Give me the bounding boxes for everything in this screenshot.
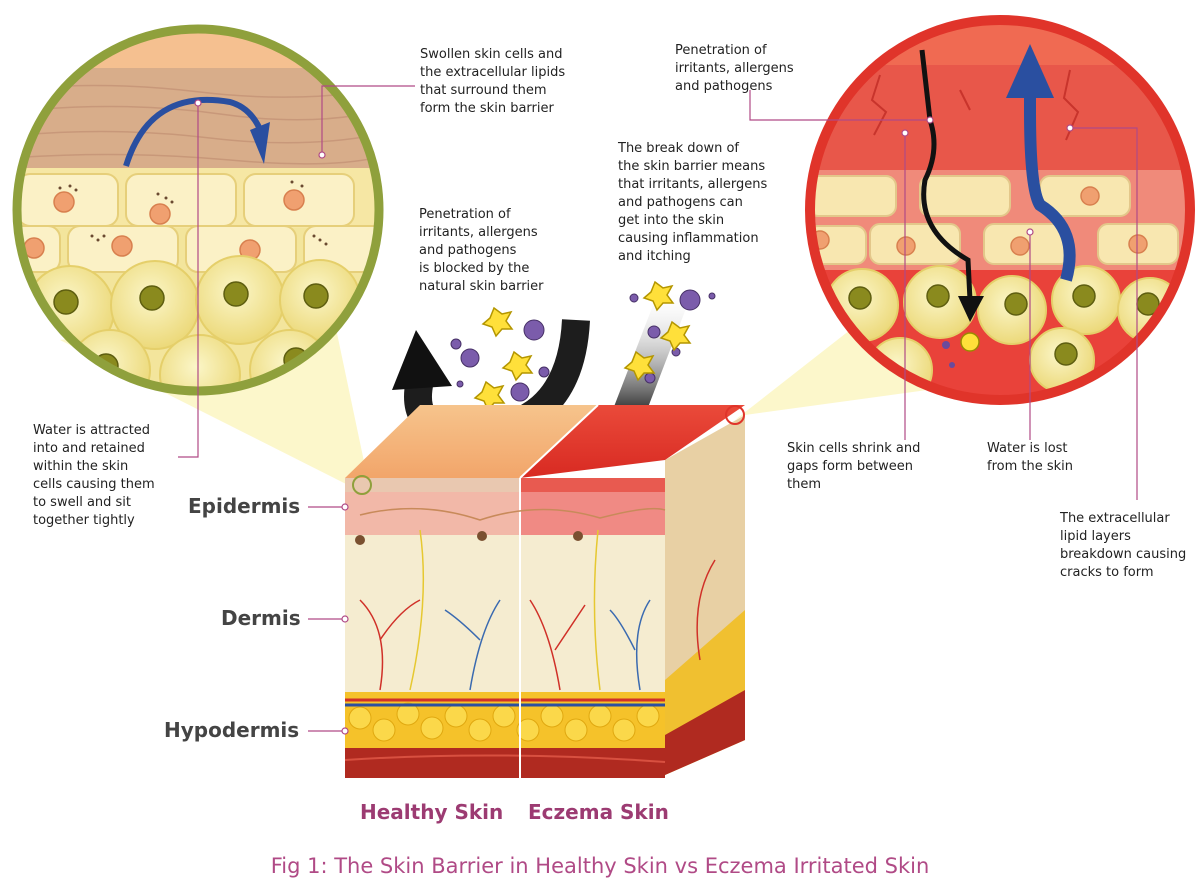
figure-caption: Fig 1: The Skin Barrier in Healthy Skin …	[270, 854, 930, 878]
eczema-zoom-ring	[805, 15, 1195, 405]
label-healthy-skin: Healthy Skin	[360, 800, 504, 824]
eczema-zoom-cone	[735, 330, 1000, 420]
leader-lines	[178, 85, 1138, 735]
label-dermis: Dermis	[221, 606, 301, 630]
label-hypodermis: Hypodermis	[164, 718, 300, 742]
label-eczema-skin: Eczema Skin	[528, 800, 669, 824]
irritant-particles	[450, 280, 716, 412]
skin-cube	[344, 404, 745, 778]
label-epidermis: Epidermis	[188, 494, 301, 518]
eczema-skin-zoom	[813, 23, 1187, 397]
